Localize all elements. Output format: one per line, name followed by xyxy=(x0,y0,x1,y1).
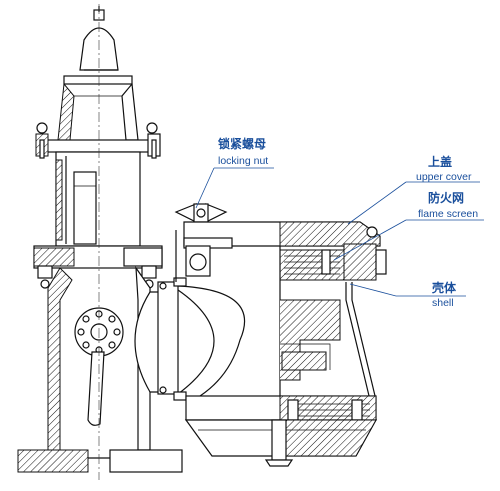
valve-top-cap xyxy=(63,6,133,85)
lower-screen xyxy=(185,395,377,421)
shell-cn: 壳体 xyxy=(431,280,457,295)
shell-en: shell xyxy=(432,297,454,309)
upper-cover-cn: 上盖 xyxy=(428,154,452,169)
valve-assembly xyxy=(17,4,183,480)
connecting-chamber xyxy=(134,230,246,401)
label-shell: 壳体 shell xyxy=(349,280,466,309)
upper-cover-en: upper cover xyxy=(416,171,472,183)
locking-nut xyxy=(174,203,228,223)
arrester-assembly xyxy=(174,203,387,467)
locking-nut-en: locking nut xyxy=(218,155,268,167)
label-locking-nut: 锁紧螺母 locking nut xyxy=(195,136,274,209)
upper-cover xyxy=(183,221,381,277)
valve-column xyxy=(55,151,141,247)
flame-screen-cn: 防火网 xyxy=(428,190,464,205)
flame-screen-en: flame screen xyxy=(418,208,478,220)
locking-nut-cn: 锁紧螺母 xyxy=(218,136,266,151)
label-flame-screen: 防火网 flame screen xyxy=(333,190,484,261)
valve-mid-flange xyxy=(33,245,163,289)
bottom-hood xyxy=(184,419,378,467)
valve-bonnet xyxy=(35,82,161,159)
label-upper-cover: 上盖 upper cover xyxy=(347,154,480,225)
flame-screen xyxy=(279,243,387,281)
